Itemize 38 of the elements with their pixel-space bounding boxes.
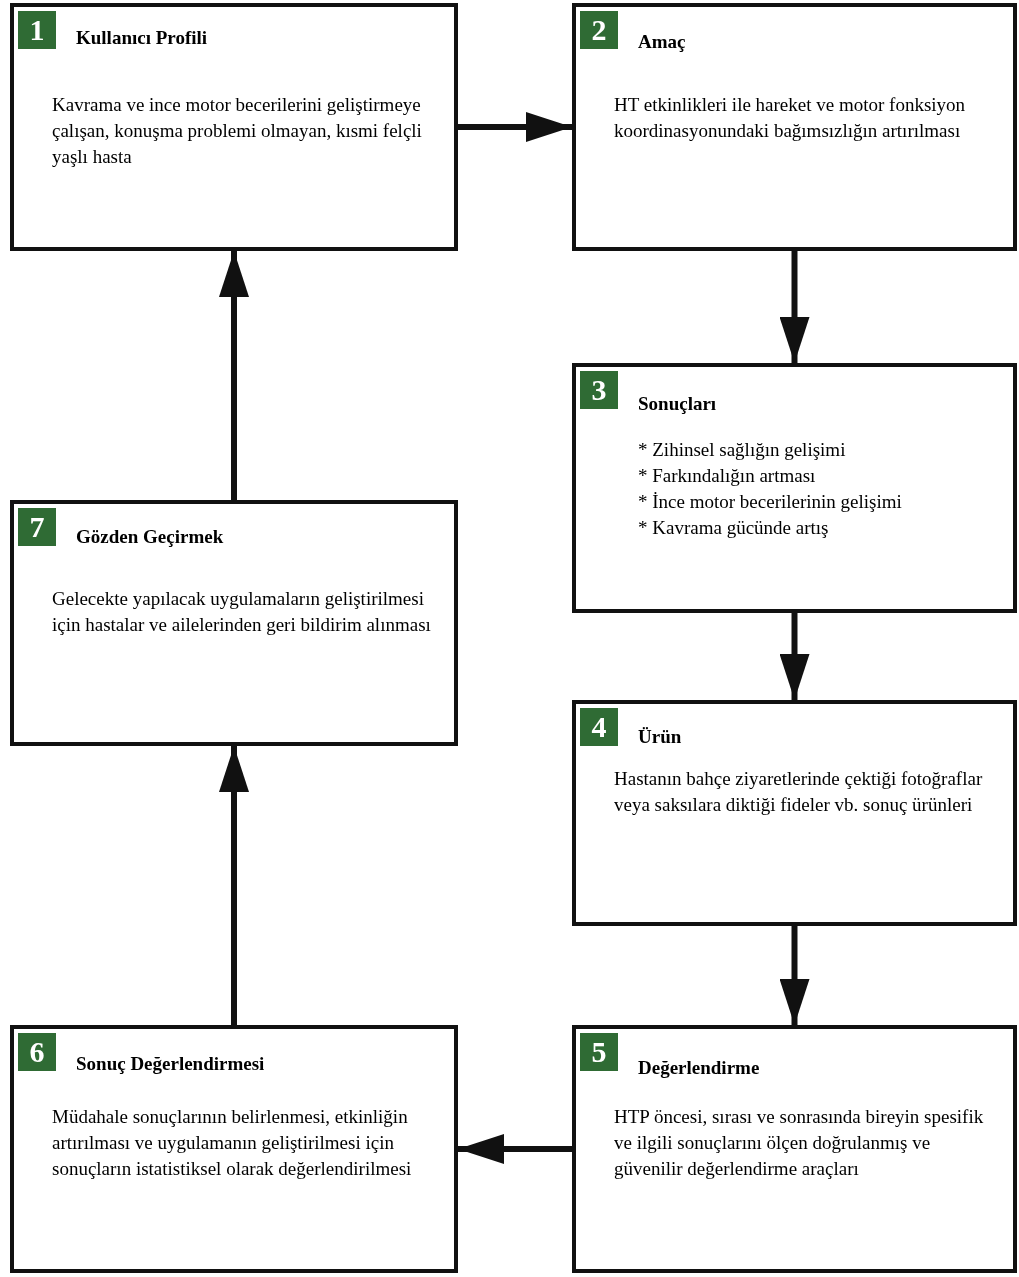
step-box [10,3,458,251]
step-number: 6 [18,1033,56,1071]
list-item: * İnce motor becerilerinin gelişimi [638,490,902,514]
step-number: 5 [580,1033,618,1071]
arrow [779,251,810,363]
step-heading: Sonuçları [638,393,717,415]
step-box [10,500,458,746]
step-heading: Değerlendirme [638,1057,760,1079]
step-number: 1 [18,11,56,49]
step-description: Gelecekte yapılacak uygulamaların geliştirilmesi için hastalar ve ailelerinden geri bildirim alınması [52,587,432,637]
step-heading: Gözden Geçirmek [76,526,224,548]
step-box [10,1025,458,1273]
arrow [779,613,810,700]
step-box [572,700,1017,926]
list-item: * Farkındalığın artması [638,464,816,488]
step-number: 2 [580,11,618,49]
step-number: 4 [580,708,618,746]
step-number: 7 [18,508,56,546]
step-box [572,3,1017,251]
step-heading: Ürün [638,726,682,748]
step-number: 3 [580,371,618,409]
step-description: HT etkinlikleri ile hareket ve motor fonksiyon koordinasyonundaki bağımsızlığın artırılması [614,93,967,143]
step-description: HTP öncesi, sırası ve sonrasında bireyin spesifik ve ilgili sonuçlarını ölçen doğrulanmış ve güvenilir değerlendirme araçları [614,1105,985,1181]
arrow [458,1134,572,1164]
step-description: Hastanın bahçe ziyaretlerinde çektiği fotoğraflar veya saksılara diktiği fideler vb. sonuç ürünleri [614,767,984,817]
arrow [458,112,572,142]
list-item: * Kavrama gücünde artış [638,516,829,540]
step-heading: Sonuç Değerlendirmesi [76,1053,265,1075]
step-description: Kavrama ve ince motor becerilerini geliştirmeye çalışan, konuşma problemi olmayan, kısmi felçli yaşlı hasta [52,93,423,169]
arrow [779,926,810,1025]
step-heading: Kullanıcı Profili [76,27,208,49]
arrow [219,251,249,500]
step-box [572,1025,1017,1273]
step-description: Müdahale sonuçlarının belirlenmesi, etkinliğin artırılması ve uygulamanın geliştirilmesi için sonuçların istatistiksel olarak değerlendirilmesi [52,1105,413,1181]
step-heading: Amaç [638,31,686,53]
step-box [572,363,1017,613]
list-item: * Zihinsel sağlığın gelişimi [638,438,846,462]
arrow [219,746,249,1025]
